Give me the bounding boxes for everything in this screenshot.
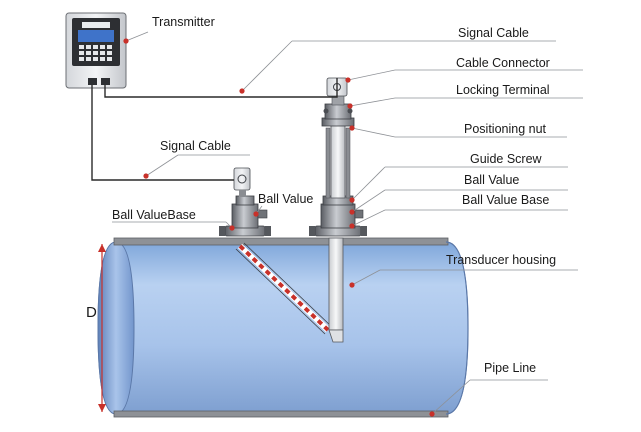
label-ball-value-right: Ball Value (464, 173, 520, 187)
label-ball-value-left: Ball Value (258, 192, 314, 206)
leader-lines (112, 31, 583, 415)
label-signal-cable-left: Signal Cable (160, 139, 231, 153)
label-positioning-nut: Positioning nut (464, 122, 547, 136)
right-valve-guide-assembly (309, 77, 367, 237)
label-transducer-housing: Transducer housing (446, 253, 557, 267)
label-signal-cable-top: Signal Cable (458, 26, 529, 40)
pipe-line-body (97, 237, 469, 418)
diameter-marker (98, 244, 106, 412)
transducer-housing-probe (328, 237, 344, 343)
label-pipe-line: Pipe Line (484, 361, 537, 375)
label-transmitter: Transmitter (152, 15, 215, 29)
label-locking-terminal: Locking Terminal (456, 83, 550, 97)
label-ball-value-base-left: Ball ValueBase (112, 208, 196, 222)
signal-cables (91, 78, 338, 181)
label-cable-connector: Cable Connector (456, 56, 550, 70)
transmitter-unit (65, 12, 127, 89)
label-ball-value-base-right: Ball Value Base (462, 193, 550, 207)
leader-dots (123, 38, 435, 417)
label-diameter: D (86, 304, 97, 321)
angled-transducer (235, 242, 333, 335)
label-guide-screw: Guide Screw (470, 152, 542, 166)
left-ball-valve-assembly (219, 167, 271, 237)
